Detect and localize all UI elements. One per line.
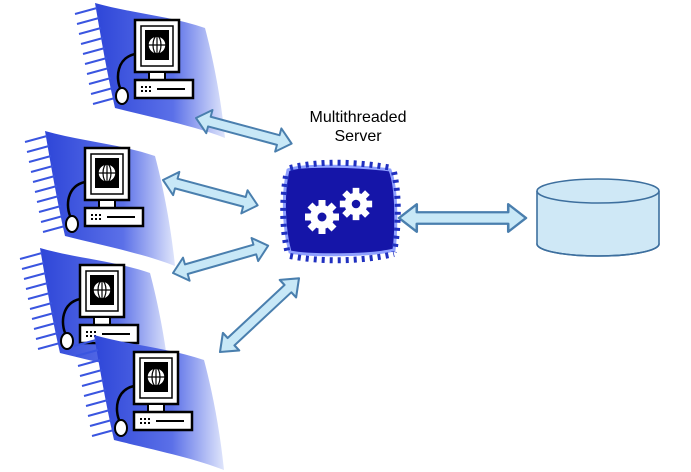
database-cylinder-icon [536,178,660,257]
double-arrow-icon [397,202,528,234]
computer-icon [23,129,177,268]
arrow-client2-server [158,167,262,218]
client-computer-2 [23,129,177,268]
double-arrow-icon [210,268,309,362]
double-arrow-icon [158,167,262,218]
server-icon [280,159,401,264]
arrow-server-database [397,202,528,234]
arrow-client3-server [168,233,273,286]
server-label: Multithreaded Server [288,108,428,146]
server-label-line1: Multithreaded [309,109,407,126]
server-label-line2: Server [334,128,382,145]
double-arrow-icon [168,233,273,286]
arrow-client4-server [210,268,309,362]
